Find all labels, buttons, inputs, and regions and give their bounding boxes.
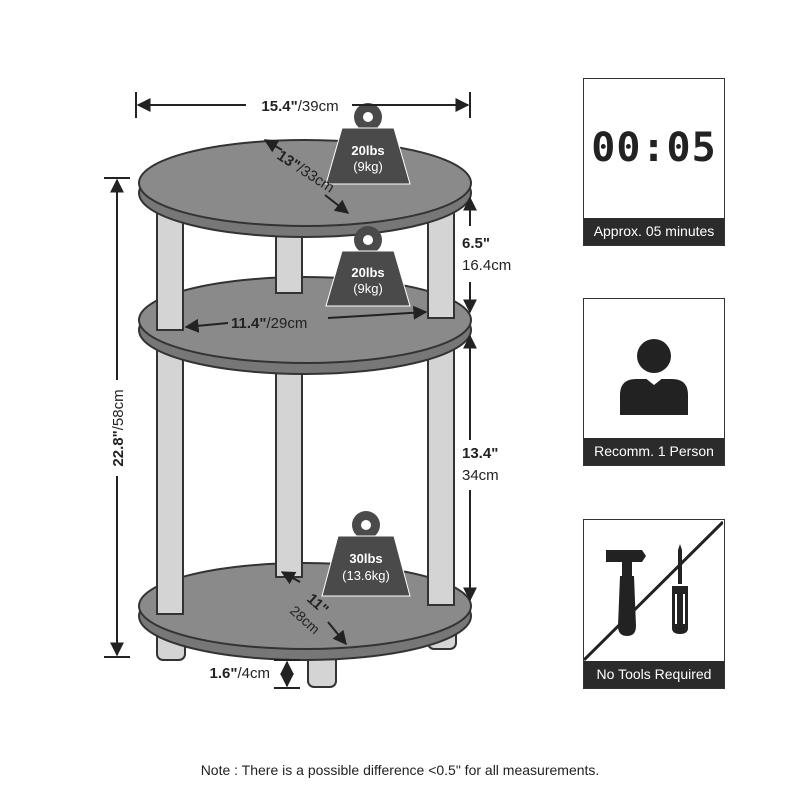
no-tools-icon bbox=[584, 520, 723, 661]
weight-top-kg: (9kg) bbox=[353, 159, 383, 174]
weight-middle-lbs: 20lbs bbox=[351, 265, 384, 280]
upper-leg-left bbox=[156, 204, 184, 331]
mid-gap-cm: 16.4cm bbox=[462, 257, 511, 274]
no-tools-panel: No Tools Required bbox=[583, 519, 725, 689]
top-shelf bbox=[138, 139, 472, 227]
low-gap-cm: 34cm bbox=[462, 467, 499, 484]
bottom-shelf bbox=[138, 562, 472, 650]
total-height-label: 22.8"/58cm bbox=[110, 389, 127, 466]
middle-width-label: 11.4"/29cm bbox=[231, 315, 307, 332]
measurement-note: Note : There is a possible difference <0… bbox=[200, 762, 600, 778]
middle-width-cm: /29cm bbox=[266, 315, 307, 332]
assembly-time-caption: Approx. 05 minutes bbox=[584, 218, 724, 245]
screwdriver-icon bbox=[672, 544, 688, 634]
no-strike-line bbox=[584, 520, 723, 661]
foot-height-label: 1.6"/4cm bbox=[210, 665, 270, 682]
lower-leg-back bbox=[275, 364, 303, 578]
total-height-in: 22.8" bbox=[110, 430, 127, 466]
weight-middle-kg: (9kg) bbox=[353, 281, 383, 296]
lower-leg-right bbox=[427, 339, 455, 606]
person-caption: Recomm. 1 Person bbox=[584, 438, 724, 465]
top-width-cm: /39cm bbox=[298, 98, 339, 115]
foot-height-cm: /4cm bbox=[237, 665, 270, 682]
mid-gap-in: 6.5" bbox=[462, 235, 490, 252]
assembly-time-panel: 00:05 Approx. 05 minutes bbox=[583, 78, 725, 246]
weight-bottom-kg: (13.6kg) bbox=[342, 568, 390, 583]
person-icon bbox=[620, 339, 688, 415]
foot-height-in: 1.6" bbox=[210, 665, 238, 682]
timer-digits: 00:05 bbox=[591, 125, 717, 171]
weight-icon-bottom: 30lbs (13.6kg) bbox=[321, 511, 411, 597]
weight-bottom-lbs: 30lbs bbox=[349, 551, 382, 566]
side-table-illustration bbox=[138, 139, 472, 688]
hammer-icon bbox=[606, 550, 646, 636]
dimension-lines bbox=[104, 92, 477, 689]
weight-icon-middle: 20lbs (9kg) bbox=[325, 226, 411, 307]
top-width-label: 15.4"/39cm bbox=[261, 98, 338, 115]
no-tools-caption: No Tools Required bbox=[584, 661, 724, 688]
low-gap-in: 13.4" bbox=[462, 445, 498, 462]
top-width-in: 15.4" bbox=[261, 98, 297, 115]
weight-icon-top: 20lbs (9kg) bbox=[325, 103, 411, 185]
person-panel: Recomm. 1 Person bbox=[583, 298, 725, 466]
middle-width-in: 11.4" bbox=[231, 315, 266, 332]
total-height-cm: /58cm bbox=[110, 389, 127, 430]
weight-top-lbs: 20lbs bbox=[351, 143, 384, 158]
lower-leg-left bbox=[156, 349, 184, 615]
